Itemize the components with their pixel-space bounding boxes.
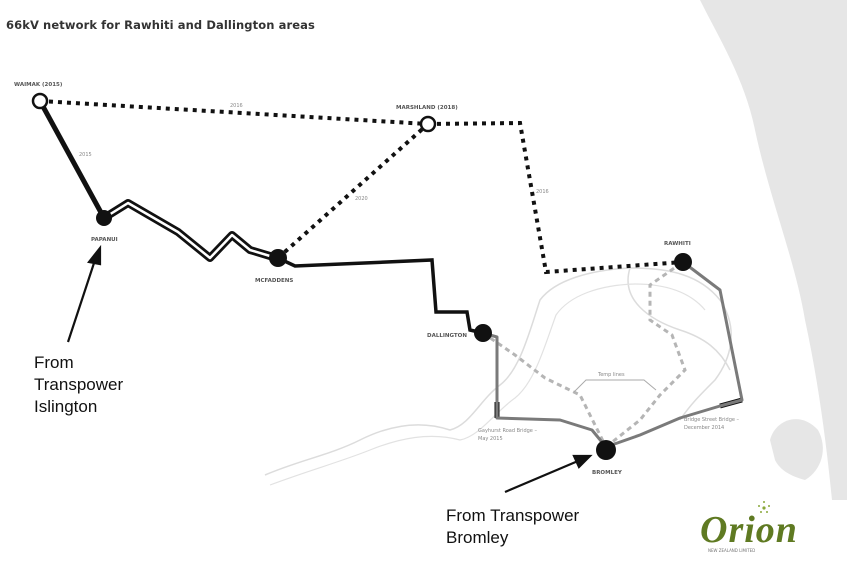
node-papanui[interactable] <box>96 210 112 226</box>
page-title: 66kV network for Rawhiti and Dallington … <box>6 18 315 32</box>
callout-islington-line-2: Transpower <box>34 375 124 394</box>
label-mcfaddens: MCFADDENS <box>255 278 293 284</box>
new-lines <box>482 260 744 449</box>
callout-islington-line-3: Islington <box>34 397 98 416</box>
callout-arrows <box>66 244 593 494</box>
future-lines <box>39 99 684 275</box>
label-rawhiti: RAWHITI <box>664 241 691 247</box>
logo-star-icon <box>758 501 770 513</box>
node-mcfaddens[interactable] <box>269 249 287 267</box>
callout-islington: From Transpower Islington <box>34 352 123 418</box>
label-dallington: DALLINGTON <box>427 333 467 339</box>
node-dallington[interactable] <box>474 324 492 342</box>
label-bromley: BROMLEY <box>592 470 623 476</box>
existing-lines <box>37 99 743 418</box>
label-waimak-marshland-year: 2016 <box>230 103 243 109</box>
label-bridge-street: Bridge Street Bridge – December 2014 <box>684 417 741 431</box>
label-marshland: MARSHLAND (2018) <box>396 105 458 111</box>
callout-bromley-line-1: From Transpower <box>446 506 580 525</box>
river-outline-inner <box>269 283 706 486</box>
temp-lines-bracket <box>573 379 657 393</box>
label-mcfaddens-marshland-year: 2020 <box>355 196 368 202</box>
temp-lines <box>482 260 687 449</box>
node-rawhiti[interactable] <box>674 253 692 271</box>
papanui-mcfaddens-line-inner <box>103 201 279 260</box>
orion-logo: Orion <box>700 509 798 551</box>
label-marshland-rawhiti-year: 2016 <box>536 189 549 195</box>
node-bromley[interactable] <box>596 440 616 460</box>
node-marshland[interactable] <box>419 115 437 133</box>
label-papanui: PAPANUI <box>91 237 118 243</box>
estuary-shape <box>770 419 823 480</box>
label-gayhurst: Gayhurst Road Bridge – May 2015 <box>478 428 539 442</box>
node-waimak[interactable] <box>31 92 49 110</box>
callout-islington-line-1: From <box>34 353 74 372</box>
coastline-area <box>700 0 847 500</box>
callout-bromley: From Transpower Bromley <box>446 505 579 549</box>
orion-logo-subtitle: NEW ZEALAND LIMITED <box>708 548 756 553</box>
label-waimak: WAIMAK (2015) <box>14 82 63 88</box>
callout-bromley-line-2: Bromley <box>446 528 509 547</box>
label-waimak-papanui-year: 2015 <box>79 152 92 158</box>
label-temp-lines: Temp lines <box>597 372 625 378</box>
